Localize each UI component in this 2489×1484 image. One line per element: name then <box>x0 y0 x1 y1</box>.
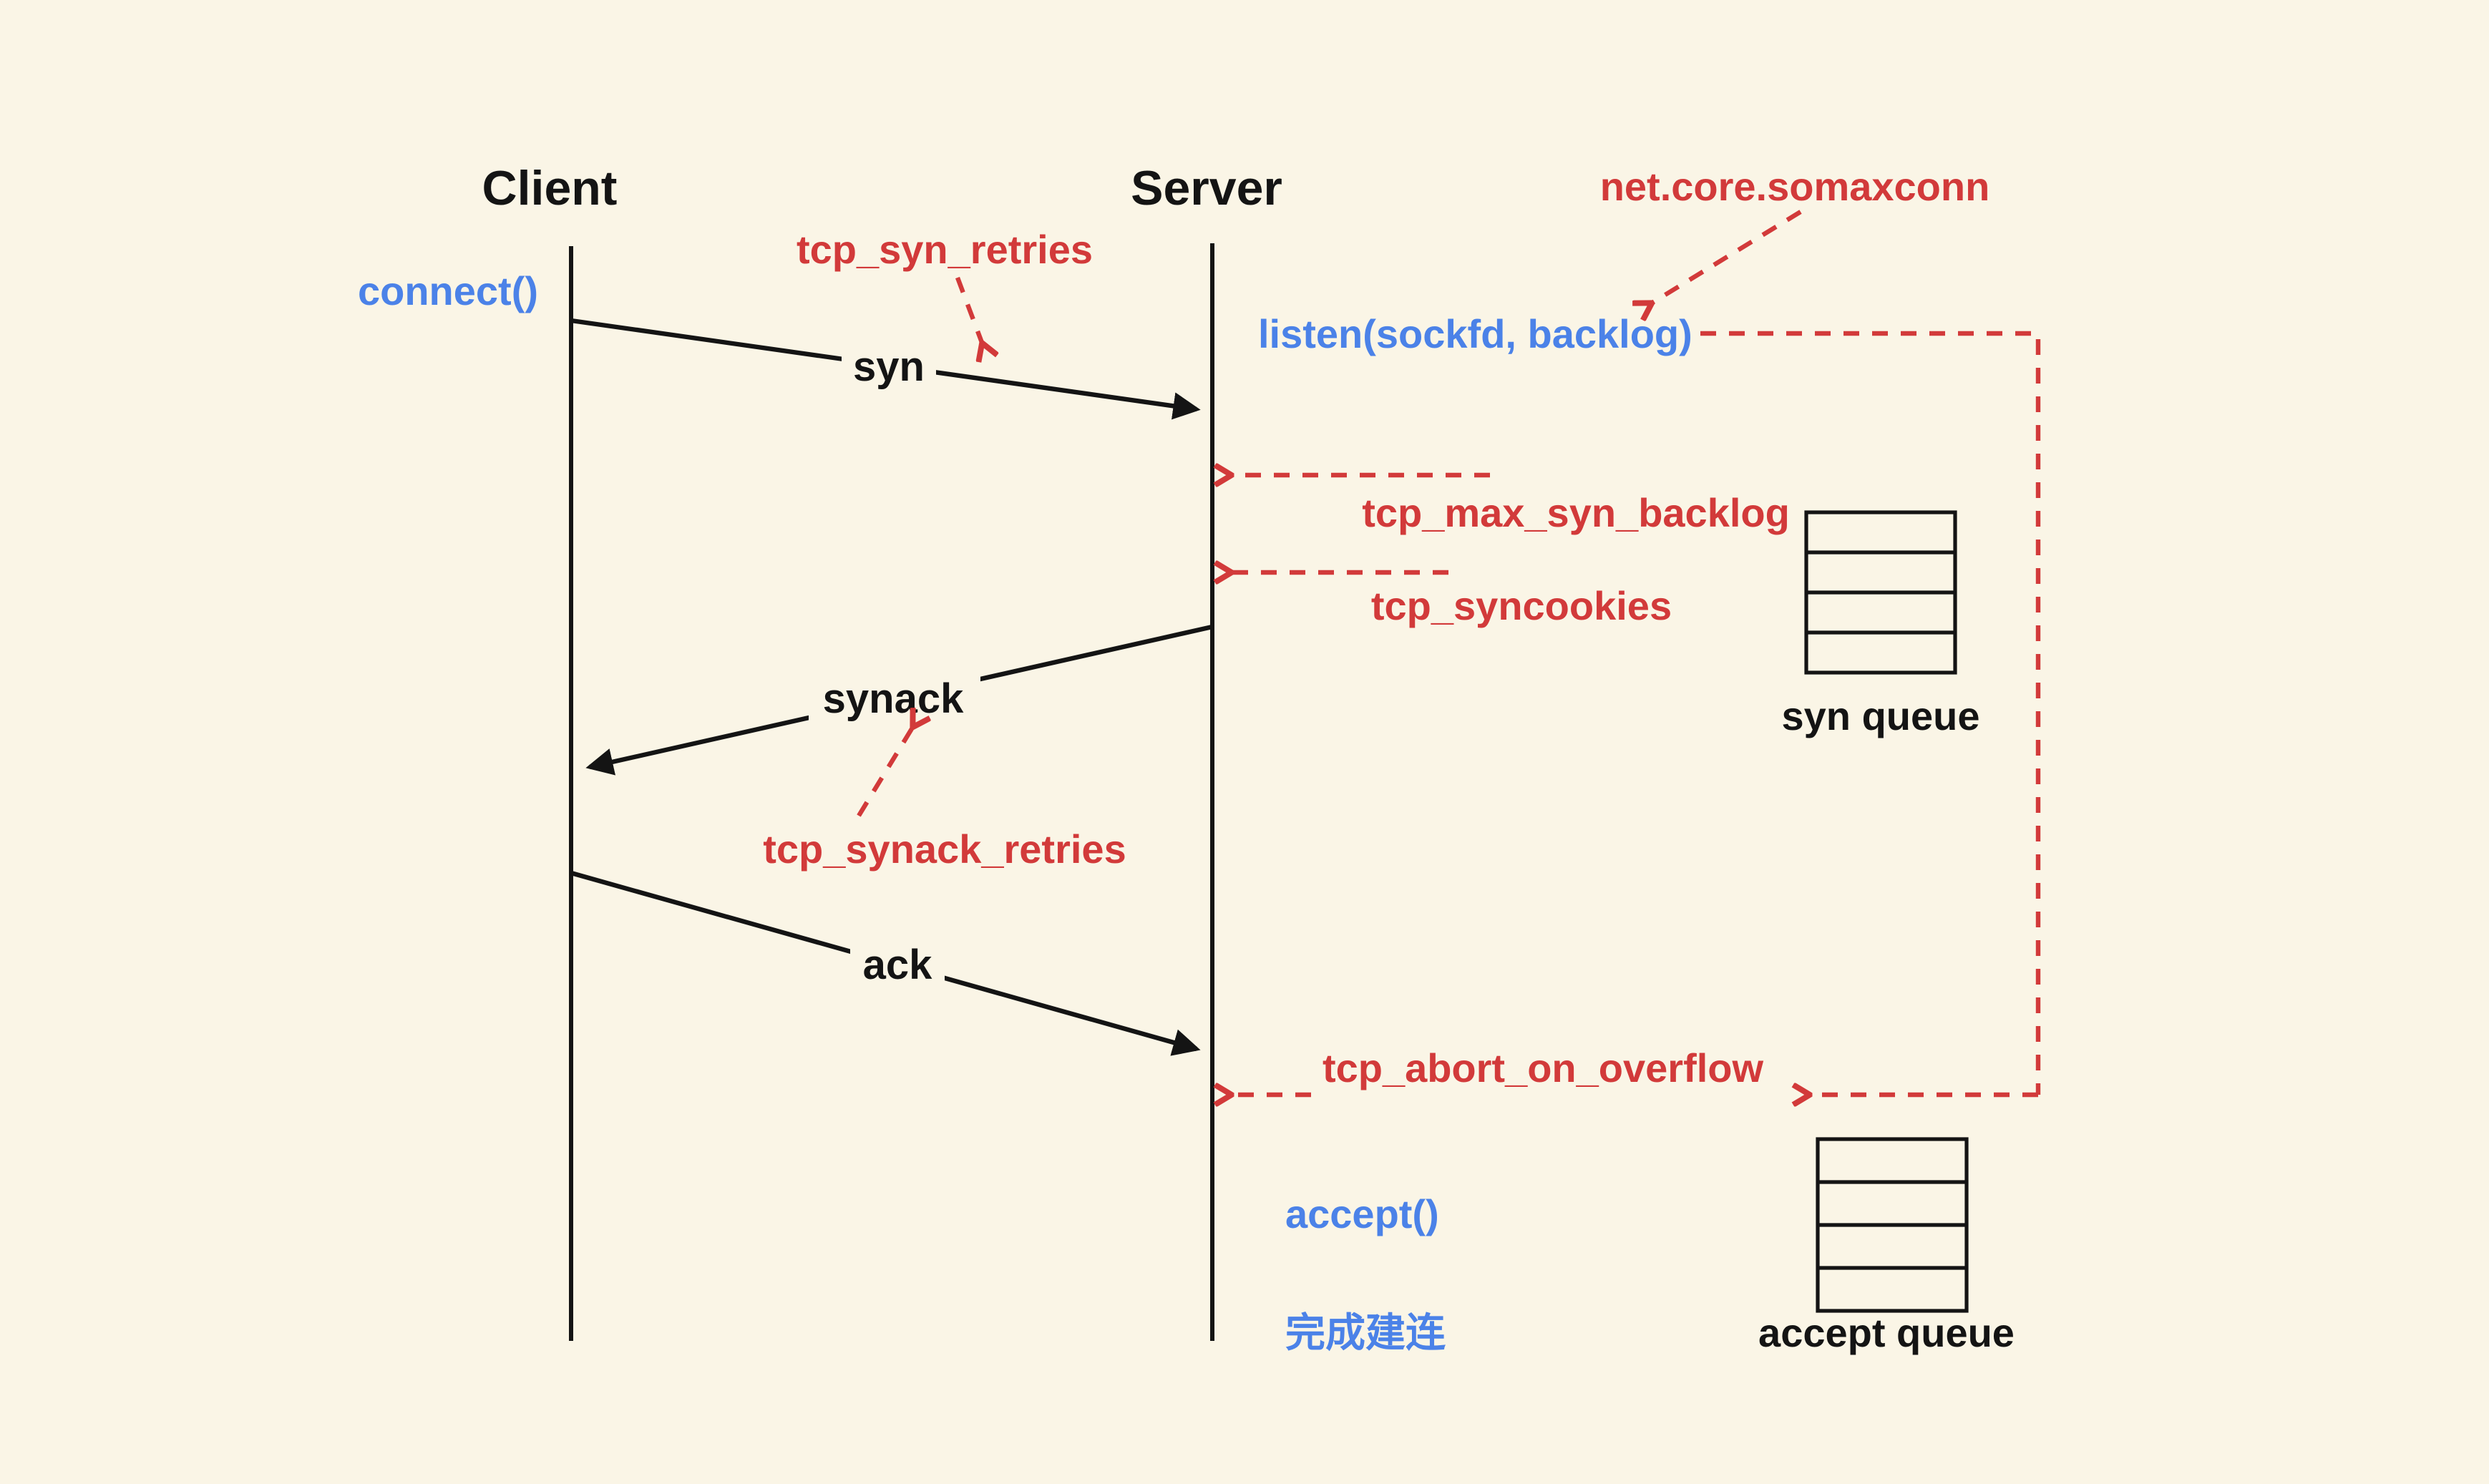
ack-label-backdrop <box>850 942 945 987</box>
tcp-synack-retries-label: tcp_synack_retries <box>763 826 1126 872</box>
tcp-abort-on-overflow-label: tcp_abort_on_overflow <box>1323 1045 1764 1090</box>
somaxconn-label: net.core.somaxconn <box>1600 164 1990 209</box>
established-label: 完成建连 <box>1285 1310 1446 1355</box>
syn-queue-label: syn queue <box>1782 693 1980 738</box>
syn-label-backdrop <box>842 343 936 389</box>
tcp-max-syn-backlog-label: tcp_max_syn_backlog <box>1362 490 1790 535</box>
somaxconn-pointer-arrow <box>1649 210 1802 305</box>
syn-retries-pointer-arrow <box>955 276 983 346</box>
server-title: Server <box>1131 161 1282 215</box>
accept-queue-label: accept queue <box>1758 1310 2015 1355</box>
syn-queue-box <box>1804 510 1957 675</box>
connect-label: connect() <box>358 268 538 313</box>
tcp-syn-retries-label: tcp_syn_retries <box>797 227 1093 272</box>
accept-label: accept() <box>1285 1191 1439 1236</box>
listen-backlog-feedback-line <box>1700 331 2041 1095</box>
synack-label-backdrop <box>809 675 980 721</box>
syn-label: syn <box>853 343 925 390</box>
synack-label: synack <box>823 675 964 722</box>
client-title: Client <box>482 161 618 215</box>
listen-label: listen(sockfd, backlog) <box>1258 311 1692 356</box>
tcp-syncookies-label: tcp_syncookies <box>1371 583 1672 628</box>
accept-queue-box <box>1816 1137 1969 1313</box>
synack-retries-pointer-arrow <box>857 724 915 817</box>
ack-label: ack <box>863 942 933 988</box>
